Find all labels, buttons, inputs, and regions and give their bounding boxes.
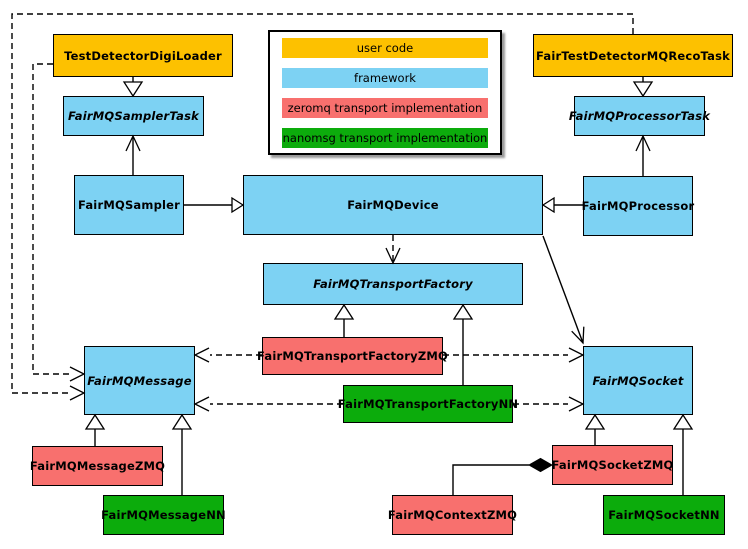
edge-transportfactorynn-socket <box>513 396 585 412</box>
node-fairmq-transport-factory: FairMQTransportFactory <box>263 263 523 305</box>
node-fairmq-processor: FairMQProcessor <box>581 176 695 236</box>
node-fairmq-socket-zmq: FairMQSocketZMQ <box>552 445 673 485</box>
node-label: FairMQProcessor <box>581 199 695 213</box>
edge-contextzmq-socketzmq <box>452 457 554 495</box>
node-label: FairMQMessage <box>87 373 192 388</box>
node-fairmq-sampler: FairMQSampler <box>74 175 184 235</box>
node-test-detector-digi-loader: TestDetectorDigiLoader <box>53 34 233 77</box>
node-label: FairMQContextZMQ <box>387 508 518 522</box>
node-label: FairMQSocket <box>592 373 684 388</box>
node-label: FairMQSocketZMQ <box>551 458 674 472</box>
edge-messagenn-message <box>171 413 193 495</box>
node-fairmq-message-zmq: FairMQMessageZMQ <box>29 446 166 486</box>
edge-socketzmq-socket <box>584 413 606 445</box>
legend-label: zeromq transport implementation <box>287 101 483 115</box>
node-fairmq-processor-task: FairMQProcessorTask <box>569 96 710 136</box>
edge-processor-processortask <box>635 134 651 176</box>
node-label: FairMQSocketNN <box>608 508 720 522</box>
node-fairmq-socket: FairMQSocket <box>583 346 693 415</box>
edge-messagezmq-message <box>84 413 106 446</box>
node-fairmq-transport-factory-nn: FairMQTransportFactoryNN <box>338 385 518 423</box>
node-label: FairMQSampler <box>77 198 181 212</box>
node-label: FairTestDetectorMQRecoTask <box>536 48 730 63</box>
legend-swatch-zeromq: zeromq transport implementation <box>282 98 488 118</box>
edge-transportfactoryzmq-message <box>193 347 262 363</box>
edge-socketnn-socket <box>672 413 694 495</box>
node-fairmq-message-nn: FairMQMessageNN <box>101 495 226 535</box>
edge-device-transportfactory <box>385 235 401 265</box>
node-label: FairMQMessageZMQ <box>29 459 166 473</box>
node-label: TestDetectorDigiLoader <box>64 48 222 63</box>
edge-recotask-processortask <box>632 77 654 98</box>
node-fairmq-device: FairMQDevice <box>243 175 543 235</box>
node-label: FairMQSamplerTask <box>68 109 199 123</box>
node-label: FairMQTransportFactoryZMQ <box>257 349 449 363</box>
node-label: FairMQTransportFactory <box>313 277 473 291</box>
node-label: FairMQProcessorTask <box>568 109 711 123</box>
edge-transportfactorynn-message <box>193 396 343 412</box>
legend-swatch-user-code: user code <box>282 38 488 58</box>
edge-digiloader-samplertask <box>122 77 144 98</box>
edge-transportfactoryzmq-transportfactory <box>333 303 355 337</box>
node-label: FairMQDevice <box>347 198 439 212</box>
edge-device-socket <box>542 235 585 345</box>
edge-transportfactorynn-transportfactory <box>452 303 474 385</box>
node-fairmq-context-zmq: FairMQContextZMQ <box>388 495 517 535</box>
node-fairmq-message: FairMQMessage <box>84 346 195 415</box>
legend-label: user code <box>356 41 414 55</box>
legend: user code framework zeromq transport imp… <box>268 30 502 155</box>
edge-processor-device <box>541 196 583 214</box>
node-fairmq-transport-factory-zmq: FairMQTransportFactoryZMQ <box>257 337 448 375</box>
legend-label: nanomsg transport implementation <box>282 131 488 145</box>
edge-sampler-device <box>184 196 245 214</box>
node-fair-test-detector-mq-reco-task: FairTestDetectorMQRecoTask <box>533 34 733 77</box>
edge-sampler-samplertask <box>125 134 141 175</box>
legend-label: framework <box>354 71 416 85</box>
node-label: FairMQMessageNN <box>101 508 226 522</box>
node-label: FairMQTransportFactoryNN <box>337 397 519 411</box>
edge-transportfactoryzmq-socket <box>443 347 585 363</box>
legend-swatch-nanomsg: nanomsg transport implementation <box>282 128 488 148</box>
legend-swatch-framework: framework <box>282 68 488 88</box>
node-fairmq-socket-nn: FairMQSocketNN <box>603 495 725 535</box>
node-fairmq-sampler-task: FairMQSamplerTask <box>63 96 204 136</box>
